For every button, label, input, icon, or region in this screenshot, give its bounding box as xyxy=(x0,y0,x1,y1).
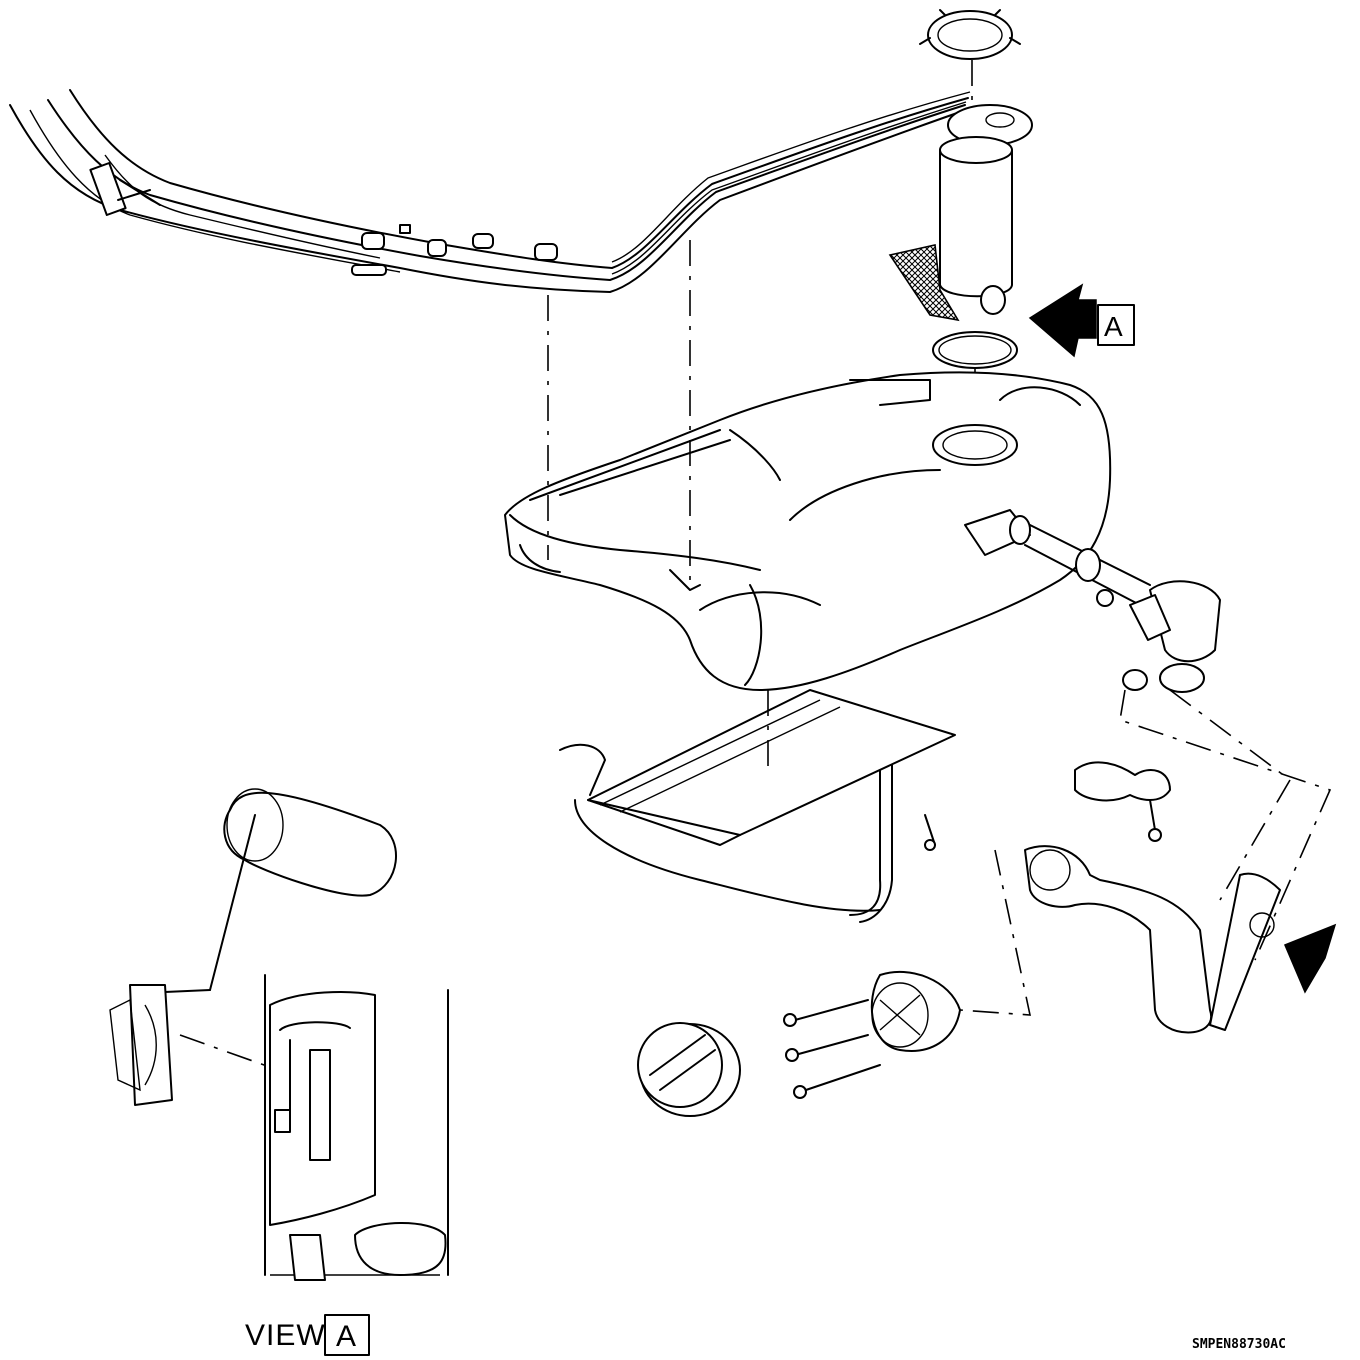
filler-neck-assembly xyxy=(959,509,1337,1034)
pump-o-ring-seal xyxy=(932,331,1018,369)
fuel-lines-bundle xyxy=(9,89,971,293)
pump-lock-ring xyxy=(919,9,1021,60)
view-label-box xyxy=(324,1314,370,1356)
view-a-inset xyxy=(109,788,449,1281)
figure-code: SMPEN88730AC xyxy=(1192,1337,1286,1352)
filler-housing xyxy=(783,970,961,1099)
view-label-letter: A xyxy=(336,1320,357,1353)
fuel-cap xyxy=(637,1022,741,1117)
tank-shield-tray xyxy=(559,689,956,923)
view-a-callout: A xyxy=(1028,283,1135,358)
tray-bolt xyxy=(924,814,936,846)
fuel-pump-module xyxy=(888,104,1033,322)
callout-letter: A xyxy=(1104,311,1123,342)
fuel-tank xyxy=(504,371,1112,691)
view-label-word: VIEW xyxy=(245,1319,326,1352)
